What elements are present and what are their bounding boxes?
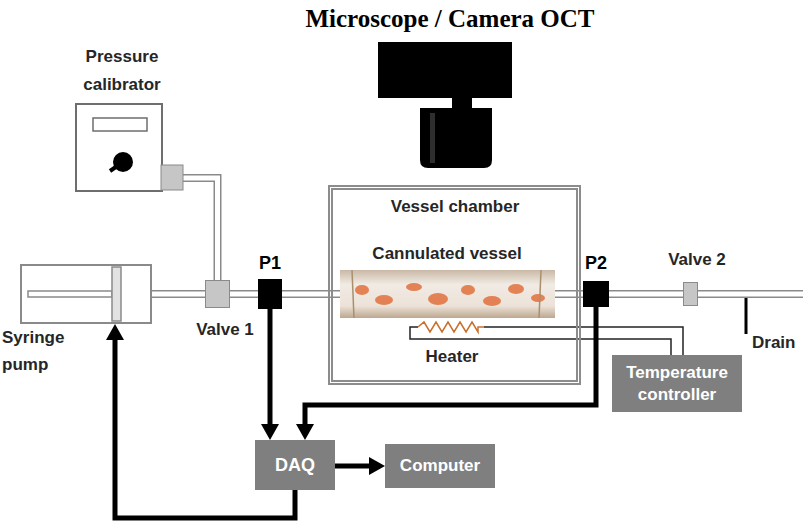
lens-highlight [430, 113, 435, 163]
shape-label: P1 [245, 252, 295, 274]
cannulated-vessel: Cannulated vessel [340, 270, 555, 318]
arrow-head [106, 324, 124, 340]
device-label: Microscope / Camera OCT [100, 4, 800, 34]
tube-inner [698, 292, 803, 297]
daq-box: DAQ [255, 440, 335, 490]
syringe-pump: Syringe pump [20, 264, 152, 324]
pressure-sensor: P1 [258, 279, 282, 309]
tissue-spot [508, 284, 524, 294]
arrow-head [296, 424, 314, 440]
arrow-head [261, 424, 279, 440]
controller-box: Temperature controller [612, 355, 742, 412]
tube-outline [152, 290, 205, 298]
microscope-neck [452, 98, 472, 108]
tube-connector [609, 294, 683, 295]
heater: Heater [408, 321, 484, 345]
tissue-spot [531, 294, 545, 302]
computer-box: Computer [385, 444, 495, 488]
box-text: DAQ [275, 454, 315, 476]
shape-label: Vessel chamber [355, 196, 555, 218]
syringe-drawing [22, 266, 150, 322]
tissue-spot [483, 296, 501, 306]
tube-outline [163, 178, 218, 280]
calibrator-drawing [77, 105, 161, 190]
heater-drawing [408, 321, 484, 345]
signal-arrow [261, 309, 279, 440]
suture-tie [539, 270, 541, 318]
tube-inner [609, 292, 683, 297]
arrow-line [305, 307, 596, 424]
tissue-spot [355, 285, 369, 295]
tissue-spot [375, 295, 393, 305]
calibrator-fitting [161, 165, 183, 190]
shape-label: Heater [402, 346, 502, 368]
drain-tube [698, 294, 803, 334]
shape-label: Valve 1 [180, 319, 270, 341]
shape-label: Cannulated vessel [347, 243, 547, 265]
shape-label: P2 [571, 252, 621, 274]
tissue-spot [461, 285, 475, 295]
pressure-sensor: P2 [583, 281, 609, 307]
vessel-photo [340, 270, 555, 318]
tube-inner [163, 178, 218, 280]
suture-tie [352, 270, 354, 318]
outlet-label: Drain [752, 332, 801, 354]
tube-inner [152, 292, 205, 297]
shape-label: Pressure calibrator [67, 43, 177, 99]
shape-label: Valve 2 [645, 249, 749, 271]
calibrator-knob [113, 152, 133, 172]
calibrator-display [93, 118, 147, 131]
arrow-line [268, 309, 273, 424]
pressure-calibrator: Pressure calibrator [75, 103, 163, 192]
microscope-body [378, 42, 512, 98]
plunger-head [112, 267, 121, 321]
tube-outline [230, 290, 258, 298]
signal-arrow [296, 307, 596, 440]
tube-outline [609, 290, 683, 298]
heater-coil [418, 322, 484, 332]
tube-connector [152, 294, 205, 295]
box-text: Temperature controller [622, 362, 732, 406]
tube-connector [230, 294, 258, 295]
tube-connector [163, 178, 218, 280]
box-text: Computer [400, 455, 480, 477]
arrow-line [335, 464, 369, 469]
signal-arrow [335, 457, 385, 475]
tube-inner [230, 292, 258, 297]
plunger-rod [28, 291, 112, 297]
microscope-lens [420, 108, 492, 168]
shape-label: Syringe pump [2, 324, 82, 378]
drain-line [745, 298, 748, 334]
arrow-line [115, 340, 295, 518]
arrow-head [369, 457, 385, 475]
heater-wire [410, 327, 484, 339]
valve: Valve 1 [205, 280, 230, 308]
vessel-tissue [340, 270, 555, 318]
tissue-spot [406, 283, 422, 291]
microscope [378, 42, 512, 168]
valve: Valve 2 [683, 282, 698, 306]
tube-outline [698, 290, 803, 298]
tissue-spot [428, 293, 448, 305]
vessel-chamber: Vessel chamberCannulated vesselHeater [328, 185, 581, 385]
